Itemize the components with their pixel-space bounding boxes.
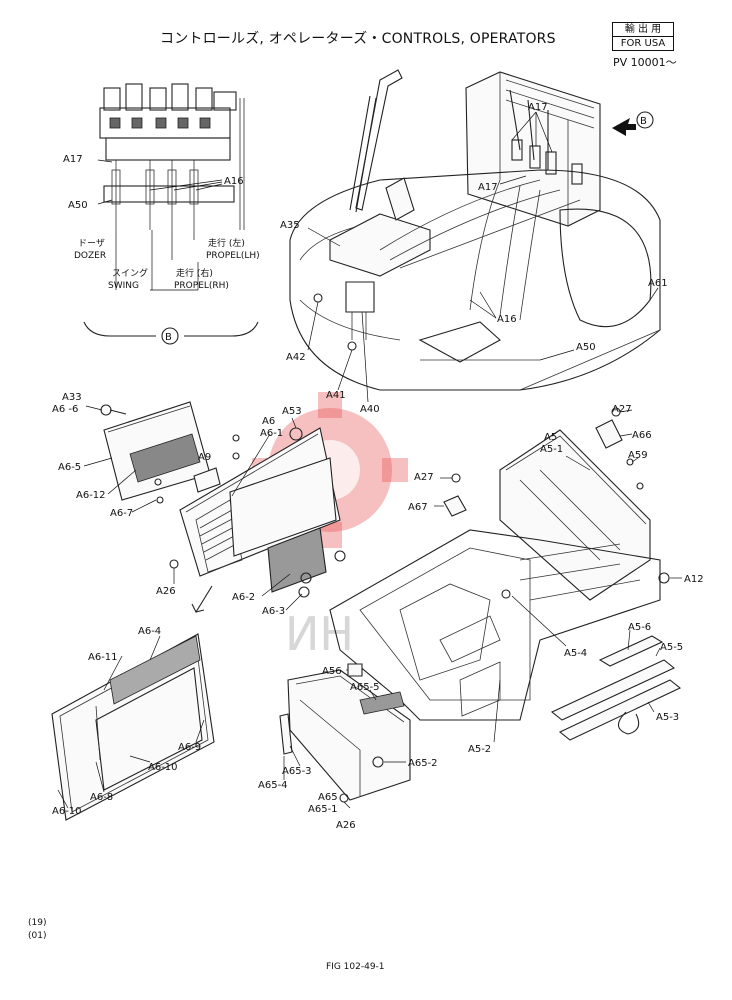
export-stamp: 輸 出 用 FOR USA — [612, 22, 674, 51]
callout-a56: A56 — [322, 666, 342, 677]
callout-a50-console: A50 — [576, 342, 596, 353]
callout-a40: A40 — [360, 404, 380, 415]
panel-a6-assembly: A33 A6 -6 A6-5 A6-12 A6-7 A6 A6-1 A53 A9… — [52, 392, 346, 617]
callout-a5-3: A5-3 — [656, 712, 679, 723]
page-number-b: (01) — [28, 931, 47, 941]
callout-a6-3: A6-3 — [262, 606, 285, 617]
callout-a6-9: A6-9 — [178, 742, 201, 753]
label-dozer-jp: ドーザ — [78, 238, 105, 249]
detail-marker-b: B — [165, 332, 172, 343]
control-console-assembly: B A17 A17 A35 A61 A16 A42 A41 A40 A50 — [280, 69, 668, 415]
label-propel-lh: PROPEL(LH) — [206, 251, 260, 261]
callout-a67: A67 — [408, 502, 428, 513]
callout-a65-1: A65-1 — [308, 804, 338, 815]
callout-a50-detail: A50 — [68, 200, 88, 211]
callout-a6-12: A6-12 — [76, 490, 106, 501]
callout-a6-1: A6-1 — [260, 428, 283, 439]
callout-a26-bottom: A26 — [336, 820, 356, 831]
callout-a33: A33 — [62, 392, 82, 403]
page-title: コントロールズ, オペレーターズ・CONTROLS, OPERATORS — [160, 31, 556, 47]
callout-a5-4: A5-4 — [564, 648, 587, 659]
callout-a6-7: A6-7 — [110, 508, 133, 519]
callout-a65: A65 — [318, 792, 338, 803]
callout-a26-left: A26 — [156, 586, 176, 597]
callout-a6-8: A6-8 — [90, 792, 113, 803]
callout-a65-4: A65-4 — [258, 780, 288, 791]
callout-a6-10-upper: A6-10 — [148, 762, 178, 773]
callout-a6-5: A6-5 — [58, 462, 81, 473]
callout-a41: A41 — [326, 390, 346, 401]
callout-a27-mid: A27 — [414, 472, 434, 483]
callout-a61: A61 — [648, 278, 668, 289]
callout-a6-11: A6-11 — [88, 652, 118, 663]
callout-a12: A12 — [684, 574, 704, 585]
callout-a17-cable: A17 — [478, 182, 498, 193]
callout-a16-detail: A16 — [224, 176, 244, 187]
stamp-export-label: 輸 出 用 — [613, 23, 673, 37]
panel-a6-4-assembly: A6-4 A6-11 A6-9 A6-10 A6-8 A6-10 — [51, 626, 215, 821]
cover-a5-frame-assembly: A27 A66 A5 A5-1 A59 A27 A67 A12 A5-4 A5-… — [329, 404, 704, 755]
callout-a35: A35 — [280, 220, 300, 231]
label-propel-rh-jp: 走行 (右) — [176, 267, 213, 279]
box-a65-assembly: A56 A65-5 A65-2 A65-3 A65-4 A65 A65-1 A2… — [258, 663, 438, 831]
callout-a6-4: A6-4 — [138, 626, 161, 637]
callout-a6-6: A6 -6 — [52, 404, 78, 415]
callout-a9: A9 — [198, 452, 211, 463]
label-propel-rh: PROPEL(RH) — [174, 281, 229, 291]
callout-a6: A6 — [262, 416, 275, 427]
page-number-a: (19) — [28, 918, 47, 928]
serial-range: PV 10001〜 — [613, 56, 677, 69]
label-swing: SWING — [108, 281, 139, 291]
callout-a65-3: A65-3 — [282, 766, 312, 777]
callout-a5-5: A5-5 — [660, 642, 683, 653]
callout-a5-6: A5-6 — [628, 622, 651, 633]
callout-a65-2: A65-2 — [408, 758, 438, 769]
callout-a16-cables: A16 — [497, 314, 517, 325]
callout-a6-2: A6-2 — [232, 592, 255, 603]
callout-a5-2: A5-2 — [468, 744, 491, 755]
view-marker-b: B — [640, 116, 647, 127]
label-dozer: DOZER — [74, 251, 106, 261]
figure-number: FIG 102-49-1 — [326, 962, 385, 972]
label-propel-lh-jp: 走行 (左) — [208, 237, 245, 249]
callout-a27-top: A27 — [612, 404, 632, 415]
label-swing-jp: スイング — [112, 267, 148, 279]
callout-a65-5: A65-5 — [350, 682, 380, 693]
callout-a5: A5 — [544, 432, 557, 443]
stamp-usa-label: FOR USA — [620, 38, 666, 49]
callout-a17-console: A17 — [528, 102, 548, 113]
callout-a53: A53 — [282, 406, 302, 417]
callout-a17-detail: A17 — [63, 154, 83, 165]
callout-a6-10-lower: A6-10 — [52, 806, 82, 817]
detail-view-b: A17 A16 A50 ドーザ DOZER スイング SWING 走行 (左) … — [63, 83, 260, 345]
callout-a5-1: A5-1 — [540, 444, 563, 455]
callout-a42: A42 — [286, 352, 306, 363]
callout-a66: A66 — [632, 430, 652, 441]
callout-a59: A59 — [628, 450, 648, 461]
